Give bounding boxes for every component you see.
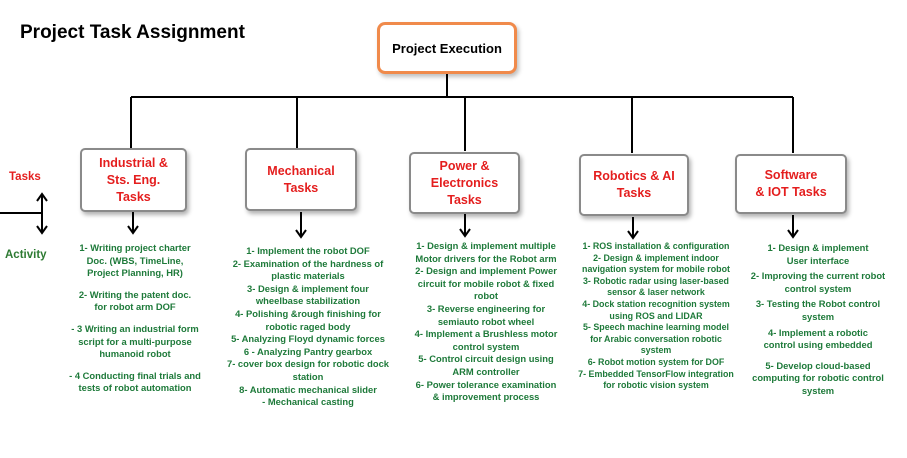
activity-item: 3- Testing the Robot control system	[755, 298, 881, 322]
activity-item: 6 - Analyzing Pantry gearbox	[243, 345, 373, 357]
activity-item: 2- Design & implement indoor navigation …	[582, 252, 730, 275]
activity-item: 2- Design and implement Power circuit fo…	[415, 265, 557, 302]
category-software-iot: Software & IOT Tasks	[735, 154, 847, 214]
arrow-head	[627, 230, 639, 240]
arrow-head	[459, 228, 471, 238]
category-robotics-ai: Robotics & AI Tasks	[579, 154, 689, 216]
activity-item: - Mechanical casting	[262, 396, 354, 408]
legend-arrow-up	[36, 192, 48, 202]
category-label: Software & IOT Tasks	[755, 168, 827, 199]
activity-item: - 3 Writing an industrial form script fo…	[71, 322, 199, 360]
category-label: Power & Electronics Tasks	[430, 158, 499, 207]
activities-industrial: 1- Writing project charter Doc. (WBS, Ti…	[50, 242, 220, 404]
activity-item: 5- Speech machine learning model for Ara…	[583, 322, 729, 356]
activity-item: 4- Implement a Brushless motor control s…	[414, 328, 558, 352]
activities-mechanical: 1- Implement the robot DOF 2- Examinatio…	[216, 245, 400, 409]
category-label: Robotics & AI Tasks	[593, 169, 675, 200]
activity-item: 4- Implement a robotic control using emb…	[763, 326, 873, 351]
activity-legend-label: Activity	[5, 249, 47, 261]
arrow-head	[787, 229, 799, 239]
root-label: Project Execution	[392, 40, 502, 56]
activity-item: 4- Polishing &rough finishing for roboti…	[235, 307, 381, 332]
arrow-head	[295, 229, 307, 239]
activities-software-iot: 1- Design & implement User interface 2- …	[738, 242, 898, 398]
activity-item: 3- Robotic radar using laser-based senso…	[583, 275, 729, 298]
activity-item: 5- Develop cloud-based computing for rob…	[752, 359, 884, 396]
tasks-legend-label: Tasks	[9, 171, 41, 183]
category-label: Industrial & Sts. Eng. Tasks	[99, 155, 168, 204]
category-power-electronics: Power & Electronics Tasks	[409, 152, 520, 214]
category-label: Mechanical Tasks	[267, 163, 335, 195]
activity-item: 2- Examination of the hardness of plasti…	[232, 257, 384, 282]
category-industrial: Industrial & Sts. Eng. Tasks	[80, 148, 187, 212]
diagram-title: Project Task Assignment	[20, 22, 245, 43]
activity-item: 3- Design & implement four wheelbase sta…	[247, 282, 369, 307]
arrow-head	[127, 225, 139, 235]
root-node: Project Execution	[377, 22, 517, 74]
activity-item: 5- Control circuit design using ARM cont…	[418, 353, 554, 377]
activity-item: 4- Dock station recognition system using…	[582, 298, 730, 321]
activity-item: 5- Analyzing Floyd dynamic forces	[231, 333, 385, 345]
activity-item: - 4 Conducting final trials and tests of…	[69, 369, 201, 394]
activity-item: 3- Reverse engineering for semiauto robo…	[426, 302, 546, 327]
activity-item: 7- Embedded TensorFlow integration for r…	[578, 368, 734, 391]
activity-item: 6- Power tolerance examination & improve…	[415, 378, 557, 403]
activity-item: 8- Automatic mechanical slider	[239, 383, 377, 395]
activities-robotics-ai: 1- ROS installation & configuration 2- D…	[570, 241, 742, 392]
activities-power-electronics: 1- Design & implement multiple Motor dri…	[398, 240, 574, 404]
activity-item: 2- Writing the patent doc. for robot arm…	[78, 288, 192, 313]
category-mechanical: Mechanical Tasks	[245, 148, 357, 211]
activity-item: 7- cover box design for robotic dock sta…	[226, 358, 389, 382]
activity-item: 1- ROS installation & configuration	[582, 241, 730, 251]
activity-item: 6- Robot motion system for DOF	[587, 356, 725, 367]
activity-item: 1- Implement the robot DOF	[246, 245, 370, 256]
activity-item: 1- Design & implement multiple Motor dri…	[415, 240, 557, 264]
activity-item: 1- Writing project charter Doc. (WBS, Ti…	[79, 242, 191, 279]
activity-item: 2- Improving the current robot control s…	[750, 270, 886, 294]
activity-item: 1- Design & implement User interface	[767, 242, 869, 266]
legend-arrow-down	[36, 225, 48, 235]
